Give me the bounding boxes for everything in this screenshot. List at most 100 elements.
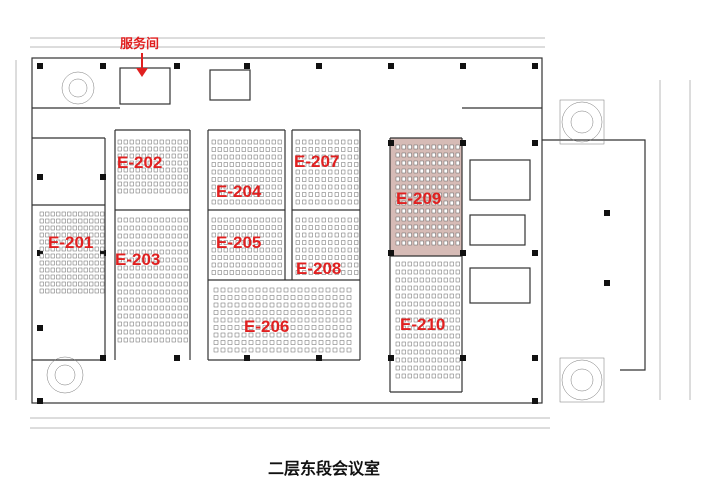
seat [443,333,448,339]
seat [325,302,331,308]
seat [147,329,152,335]
seat [141,217,146,223]
seat [290,325,296,330]
seat [341,154,346,160]
seat [83,281,88,287]
seat [135,273,140,279]
seat [229,199,234,205]
seat [223,232,228,238]
seat [318,332,324,338]
seat [339,295,345,300]
room-label-e208: E-208 [296,259,341,278]
seat [229,192,234,197]
seat [407,176,412,182]
seat [271,147,276,152]
seat [354,169,359,175]
seat [354,184,359,190]
seat [265,169,270,175]
seat [129,174,134,180]
seat [332,325,338,330]
seat [229,154,234,160]
seat [177,225,182,231]
seat [50,260,55,266]
seat [67,260,72,266]
seat [425,216,430,222]
seat [295,255,300,260]
seat [165,146,170,152]
seat [56,267,61,273]
seat [425,240,430,246]
seat [354,255,359,260]
seat [177,153,182,159]
seat [443,317,448,323]
seat [171,337,176,343]
seat [328,225,333,230]
seat [165,337,170,343]
seat [50,211,55,217]
seat [339,317,345,323]
seat [255,287,261,293]
seat [241,270,246,275]
seat [141,265,146,271]
seat [183,265,188,271]
seat [395,168,400,174]
seat [271,255,276,260]
seat [213,287,219,293]
seat [455,301,460,307]
seat [94,288,99,294]
seat [234,287,240,293]
walls [31,57,646,404]
seat [321,154,326,160]
seat [83,211,88,217]
seat [295,217,300,223]
seat [171,233,176,239]
seat [455,309,460,315]
seat [223,162,228,167]
seat [304,295,310,300]
seat [153,289,158,295]
seat [262,340,268,345]
seat [315,262,320,268]
seat [308,247,313,253]
seat [117,188,122,194]
seat [141,305,146,311]
seat [283,295,289,300]
seat [100,225,105,231]
seat [431,184,436,190]
seat [83,267,88,273]
seat [339,310,345,315]
seat [61,253,66,259]
seat [259,177,264,182]
seat [308,199,313,205]
seat [407,224,412,230]
seat [117,281,122,287]
seat [341,147,346,152]
seat [223,169,228,175]
seat [315,184,320,190]
seat [183,289,188,295]
seat [165,153,170,159]
seat [147,241,152,247]
seat [67,218,72,224]
seat [315,169,320,175]
seat [334,199,339,205]
seat [159,273,164,279]
seat [341,192,346,197]
seat [401,341,406,347]
seat [220,347,226,353]
seat [177,181,182,187]
seat [117,313,122,319]
seat [425,333,430,339]
seat [407,152,412,158]
seat [354,154,359,160]
seat [283,332,289,338]
seat [302,270,307,275]
seat [39,246,44,252]
seat [72,253,77,259]
seat [211,262,216,268]
seat [334,217,339,223]
seat [449,317,454,323]
seat [171,321,176,327]
seat [347,154,352,160]
seat [437,261,442,267]
